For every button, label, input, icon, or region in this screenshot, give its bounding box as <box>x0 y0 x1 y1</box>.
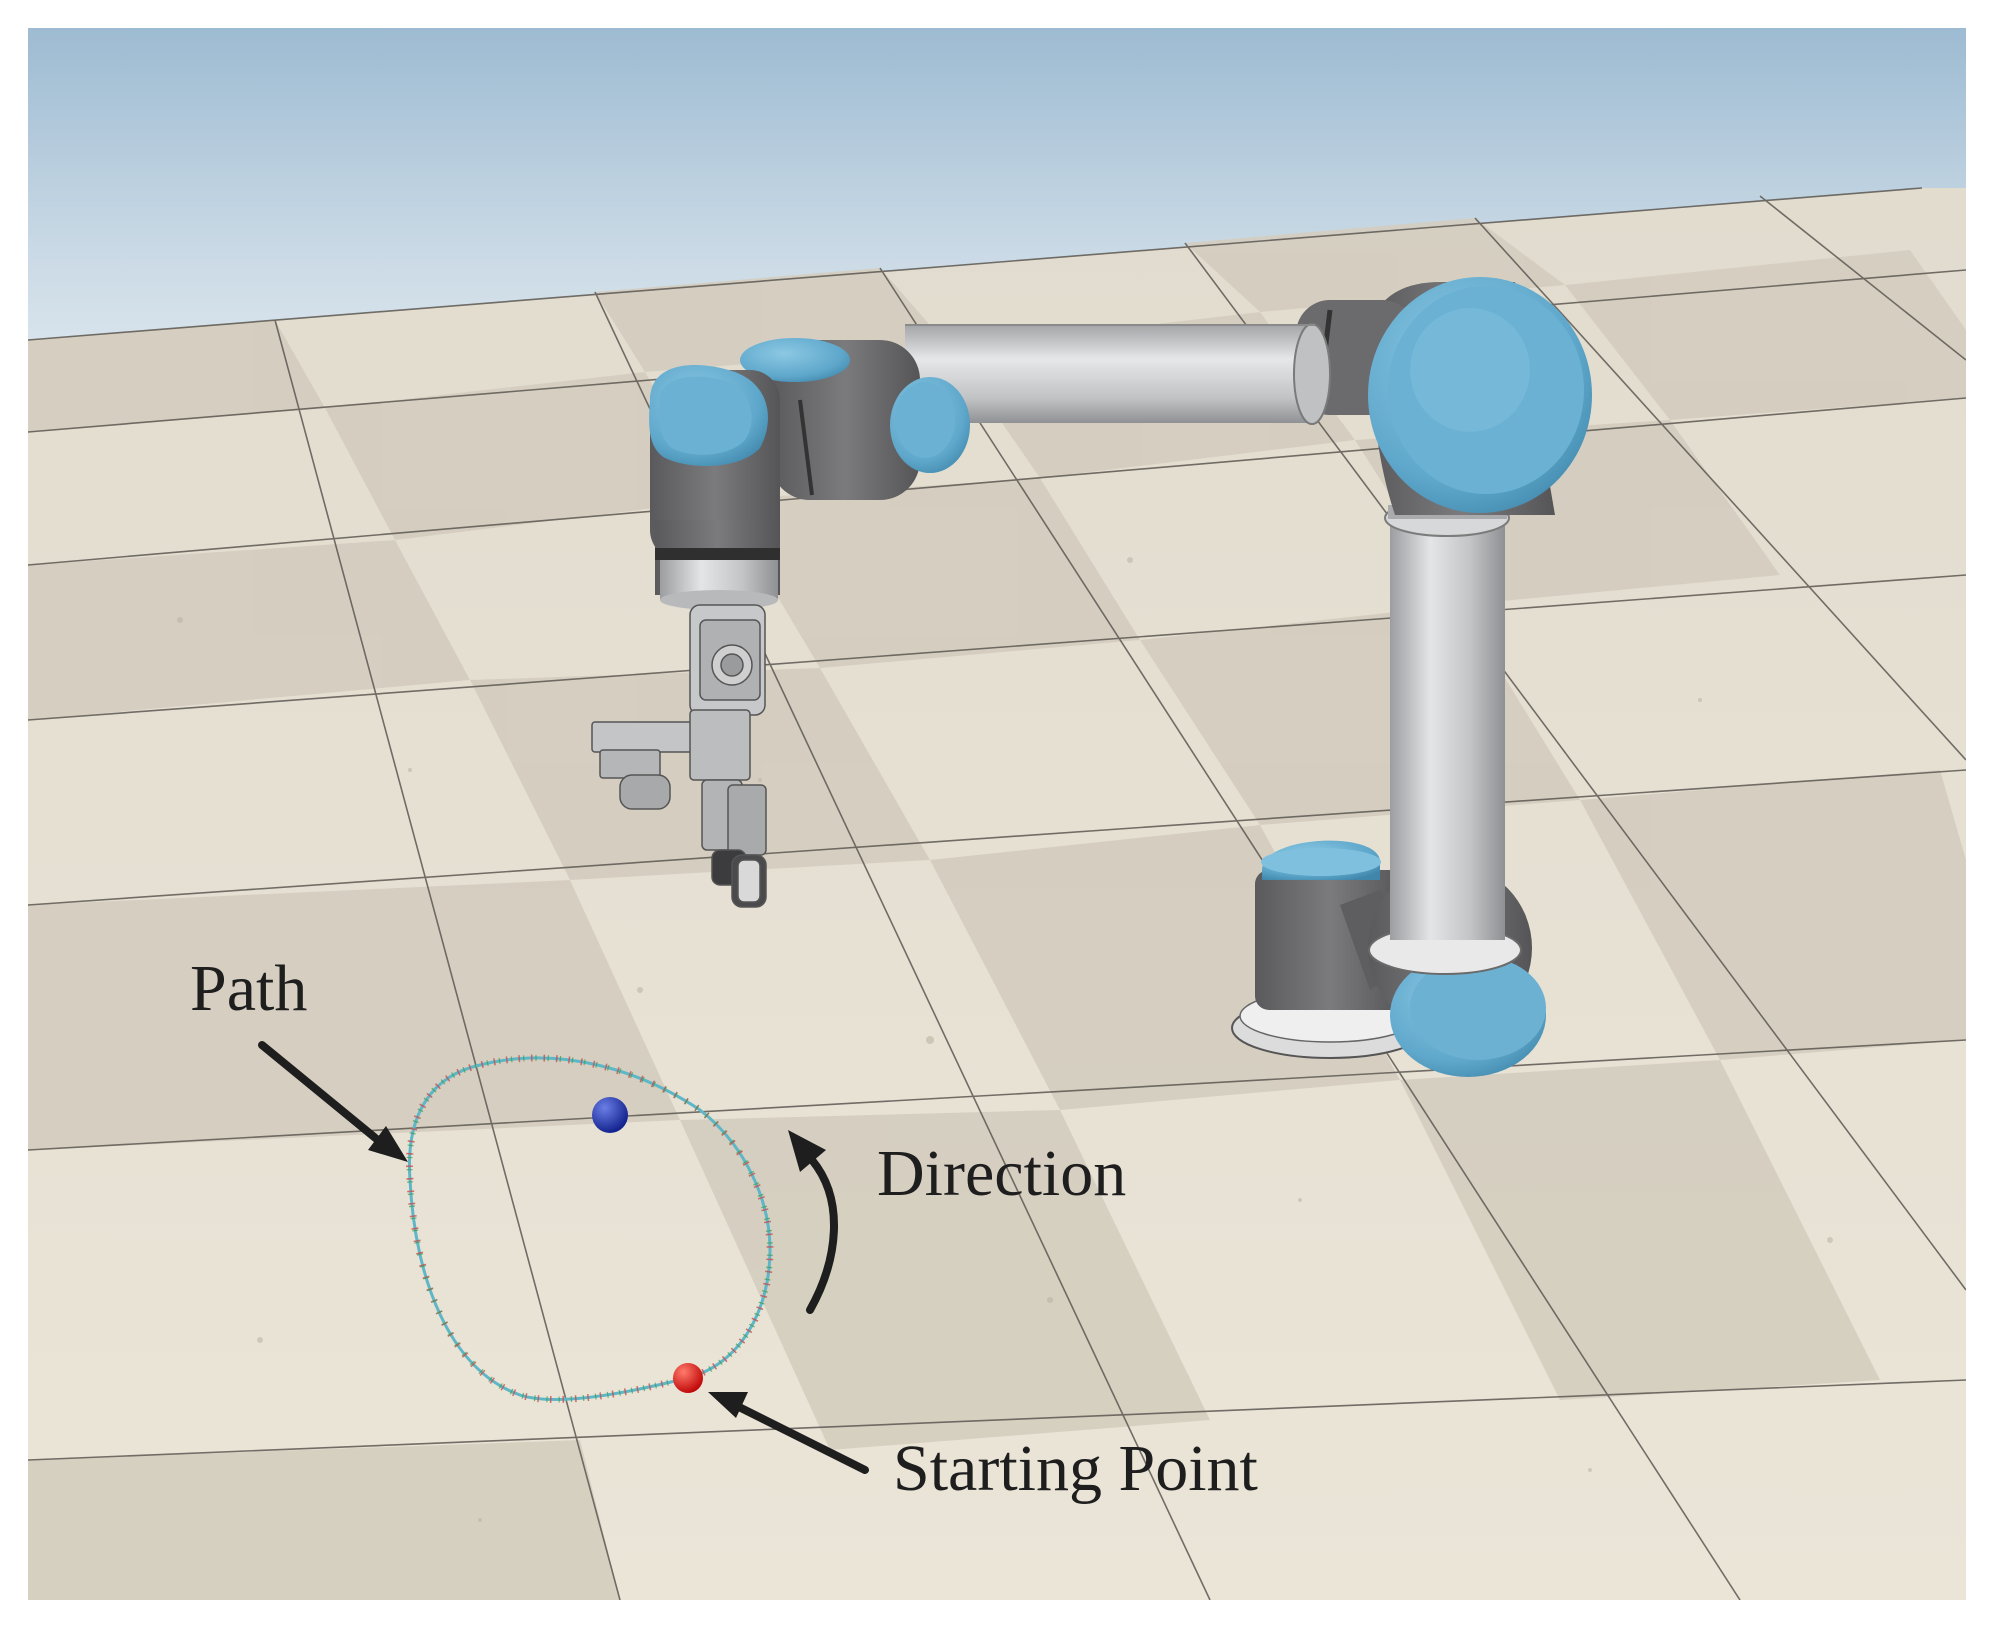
starting-point-arrow-icon <box>708 1392 869 1474</box>
upper-arm-link <box>1390 515 1505 940</box>
wrist-joint-2 <box>649 365 780 560</box>
gripper <box>591 604 767 908</box>
path-arrow-icon <box>258 1041 408 1162</box>
robot-arm <box>591 277 1592 1077</box>
floor-grid <box>28 187 1966 1600</box>
elbow-joint <box>1296 277 1592 515</box>
forearm-link <box>905 325 1315 423</box>
wrist-joint-1 <box>740 338 970 500</box>
trajectory-path <box>407 1056 772 1401</box>
direction-curved-arrow-icon <box>788 1130 838 1314</box>
direction-label: Direction <box>877 1137 1126 1210</box>
floor-texture <box>177 557 1833 1522</box>
starting-point-marker <box>673 1363 703 1393</box>
path-label: Path <box>190 952 307 1025</box>
starting-point-label: Starting Point <box>893 1432 1258 1505</box>
wrist-joint-3 <box>655 520 780 610</box>
goal-marker <box>592 1097 628 1133</box>
